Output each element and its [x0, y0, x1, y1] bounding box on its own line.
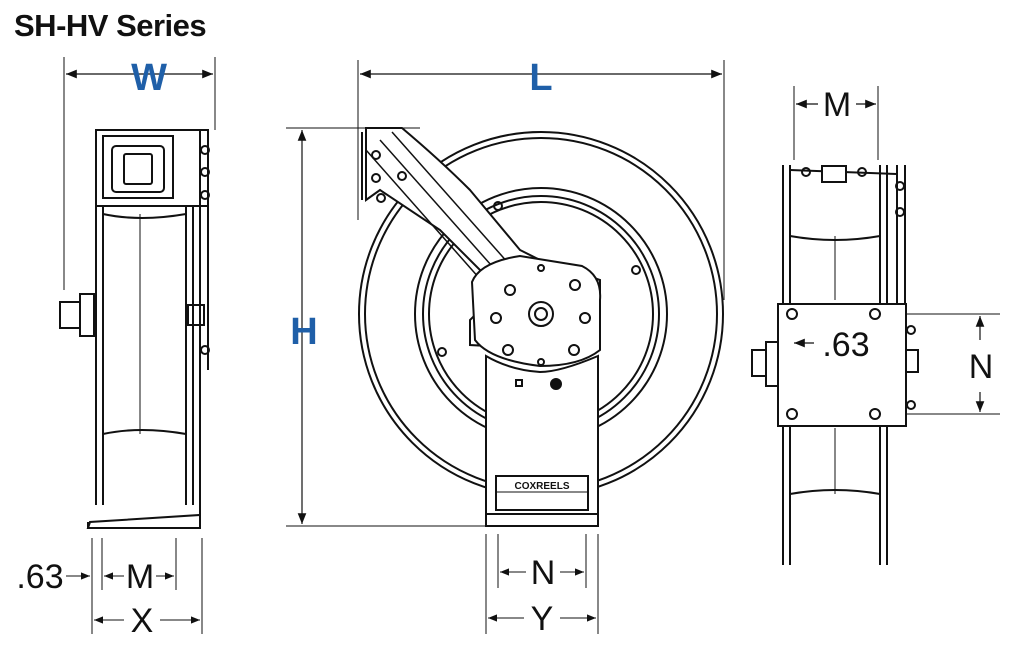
- dim-label-m-left: M: [126, 558, 154, 596]
- dim-label-063-left: .63: [16, 558, 63, 596]
- front-view: [286, 60, 725, 527]
- dim-label-n-bottom: N: [531, 554, 556, 592]
- dim-label-m-right: M: [823, 86, 851, 124]
- dim-label-h: H: [290, 311, 317, 353]
- dim-label-063-right: .63: [822, 326, 869, 364]
- side-view: [59, 57, 216, 529]
- end-view: [751, 86, 1000, 565]
- brand-plate-text: COXREELS: [514, 481, 569, 492]
- dim-label-w: W: [131, 57, 167, 99]
- dim-label-l: L: [529, 57, 552, 99]
- side-view-dimensions: [66, 538, 203, 634]
- dim-label-n-right: N: [969, 348, 994, 386]
- dim-label-x: X: [131, 602, 154, 640]
- dim-label-y: Y: [531, 600, 554, 638]
- diagram-title: SH-HV Series: [14, 8, 207, 43]
- front-view-dimensions: [485, 534, 599, 634]
